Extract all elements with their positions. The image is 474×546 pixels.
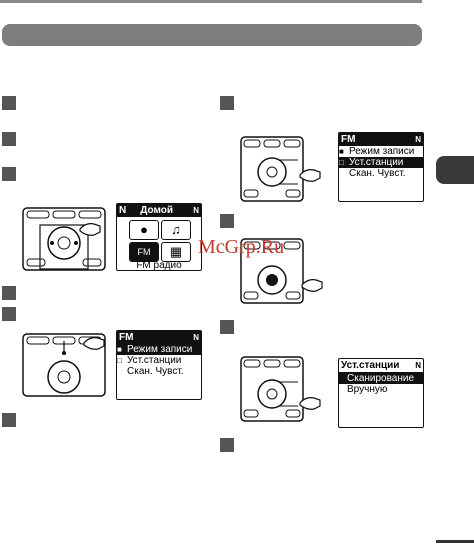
station-menu-screen: Уст.станции N Сканирование Вручную (338, 358, 424, 428)
menu-item: Скан. Чувст. (349, 168, 406, 179)
screen-caption: FM радио (136, 260, 182, 271)
side-tab (436, 156, 474, 184)
hand-pointer-icon (298, 166, 322, 189)
battery-icon: N (193, 333, 199, 342)
recorder-illustration (240, 238, 304, 304)
recorder-illustration (22, 333, 106, 397)
menu-item: Вручную (347, 384, 388, 395)
battery-icon: N (193, 206, 199, 215)
header-left-mark: N (119, 205, 127, 216)
battery-icon: N (415, 361, 421, 370)
step-marker (2, 413, 16, 427)
step-marker (220, 214, 234, 228)
step-marker (2, 167, 16, 181)
screen-title: Домой (140, 205, 173, 216)
folder-icon: □ (339, 158, 344, 167)
step-marker (220, 320, 234, 334)
screen-header: FM N (117, 331, 201, 344)
step-marker (2, 307, 16, 321)
step-marker (2, 96, 16, 110)
screen-title: Уст.станции (341, 360, 400, 371)
hand-pointer-icon (82, 334, 106, 357)
recorder-illustration (240, 356, 304, 422)
step-marker (220, 438, 234, 452)
section-banner (2, 24, 422, 46)
screen-title: FM (341, 134, 356, 145)
screen-title: FM (119, 332, 134, 343)
screen-header: Уст.станции N (339, 359, 423, 373)
page-footer-bar (436, 540, 474, 543)
screen-header: FM N (339, 133, 423, 146)
top-rule (0, 0, 422, 3)
menu-item: Скан. Чувст. (127, 366, 184, 377)
fm-icon: FM (129, 242, 159, 262)
calendar-icon: ▦ (161, 242, 191, 262)
fm-menu-screen: FM N ■Режим записи □Уст.станции Скан. Чу… (116, 330, 202, 400)
menu-item: ■Режим записи (117, 344, 201, 355)
battery-icon: N (415, 135, 421, 144)
folder-icon: ■ (339, 147, 344, 156)
folder-icon: □ (117, 356, 122, 365)
mic-icon: ● (129, 220, 159, 240)
watermark: McGrp.Ru (198, 236, 285, 258)
hand-pointer-icon (298, 394, 322, 417)
music-icon: ♫ (161, 220, 191, 240)
menu-item: □Уст.станции (339, 157, 423, 168)
step-marker (2, 286, 16, 300)
folder-icon: ■ (117, 345, 122, 354)
step-marker (2, 132, 16, 146)
menu-item: ■Режим записи (339, 146, 415, 157)
recorder-illustration (240, 136, 304, 202)
hand-pointer-icon (78, 220, 102, 243)
home-screen: N Домой N ● ♫ FM ▦ FM радио (116, 203, 202, 271)
step-marker (220, 96, 234, 110)
menu-item: □Уст.станции (117, 355, 182, 366)
recorder-illustration (22, 207, 106, 271)
fm-menu-screen: FM N ■Режим записи □Уст.станции Скан. Чу… (338, 132, 424, 202)
screen-header: N Домой N (117, 204, 201, 217)
menu-item: Сканирование (339, 373, 423, 384)
hand-pointer-icon (300, 276, 324, 299)
